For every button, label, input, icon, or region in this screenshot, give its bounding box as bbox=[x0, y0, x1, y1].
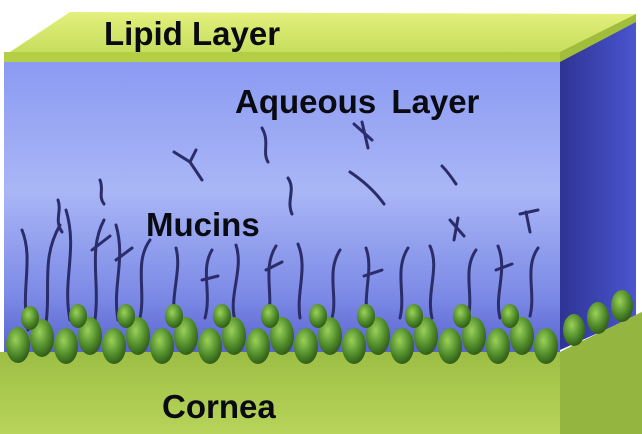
mucins-label: Mucins bbox=[146, 208, 260, 241]
cornea-label: Cornea bbox=[162, 390, 276, 423]
lipid-layer-top bbox=[4, 12, 636, 56]
lipid-layer-label: Lipid Layer bbox=[104, 17, 280, 50]
lipid-layer-front bbox=[4, 52, 560, 62]
aqueous-layer-label: Aqueous Layer bbox=[235, 85, 479, 118]
